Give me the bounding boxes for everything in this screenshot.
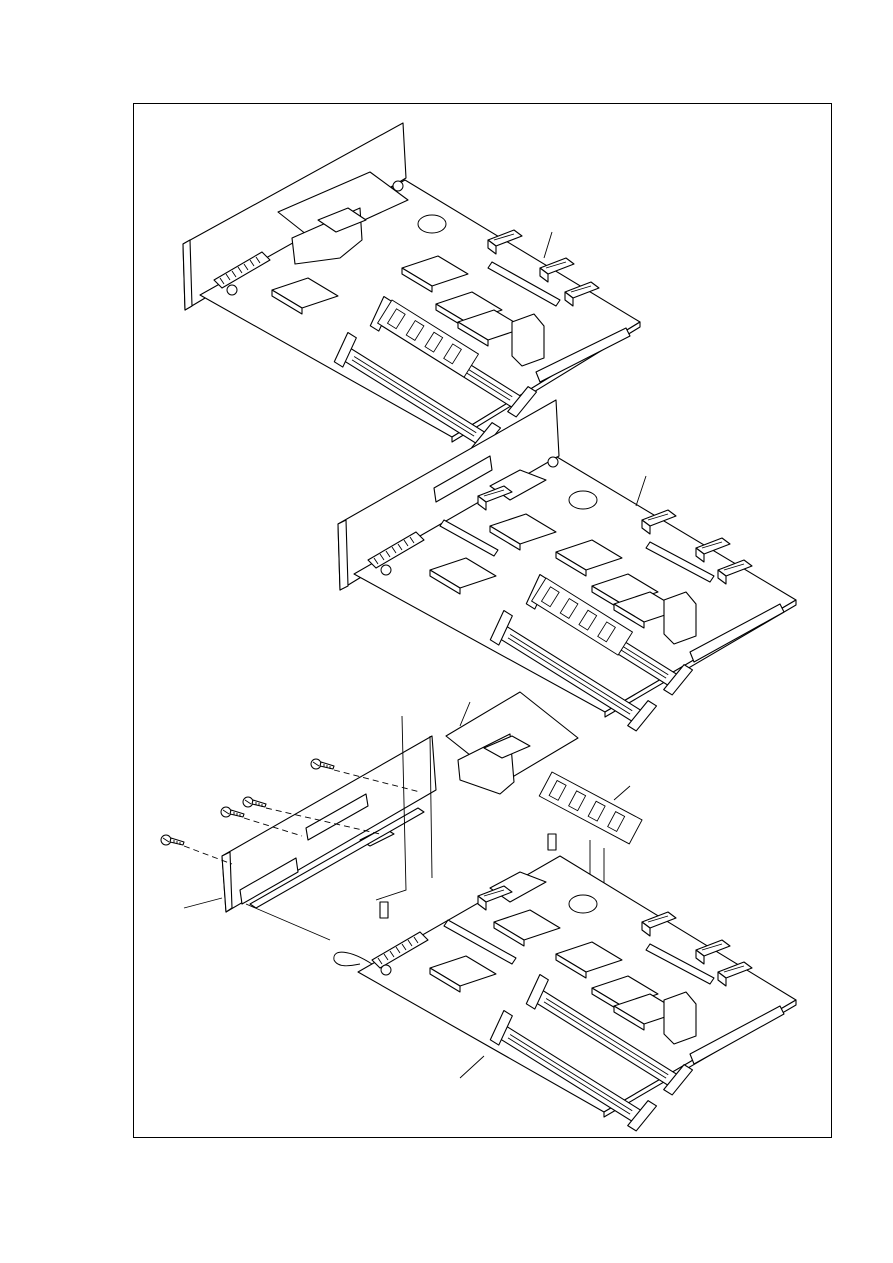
callout-leader-2 <box>635 475 647 507</box>
screw <box>310 758 335 770</box>
assembly-view-1 <box>182 122 641 456</box>
battery <box>568 894 598 914</box>
callout-leader-6 <box>459 1055 485 1079</box>
exploded-view-3 <box>160 691 797 1134</box>
figure-frame <box>133 103 832 1138</box>
screw <box>220 806 245 818</box>
battery <box>568 490 598 510</box>
assembly-view-2 <box>337 399 797 734</box>
screw <box>160 834 185 846</box>
callout-leader-3 <box>459 701 471 727</box>
memory-module <box>538 771 643 845</box>
callout-leader-1 <box>543 231 553 259</box>
daughter-card <box>277 171 409 243</box>
screw <box>242 796 267 808</box>
battery <box>417 214 447 234</box>
callout-leader-4 <box>613 785 631 801</box>
callout-leader-5 <box>183 897 223 909</box>
